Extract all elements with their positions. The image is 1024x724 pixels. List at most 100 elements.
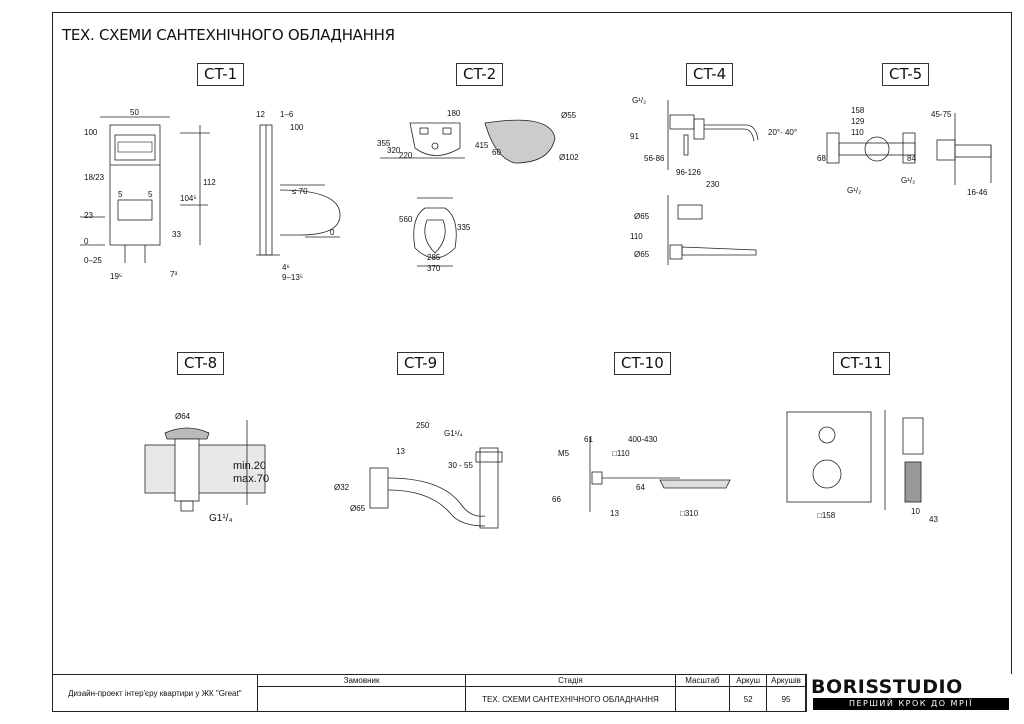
stage-value: ТЕХ. СХЕМИ САНТЕХНІЧНОГО ОБЛАДНАННЯ	[465, 686, 676, 712]
ct5-drawing: 158 129 110 68 84 G¹/₂ G¹/₂ 45-75 16-46	[817, 106, 992, 197]
ct5-dim: 158	[851, 106, 865, 115]
ct8-dim: max.70	[233, 473, 269, 485]
scheme-label-ct1: CT-1	[197, 63, 245, 86]
ct1-dim: 23	[84, 211, 93, 220]
ct10-dim: 61	[584, 435, 593, 444]
title-block: Дизайн-проект інтер'єру квартири у ЖК "G…	[52, 674, 806, 712]
scheme-label-ct5: CT-5	[882, 63, 930, 86]
ct1-drawing: 50 100 112 104⁵ 18/23 5 5 23 0 33 0–25 1…	[80, 108, 341, 282]
ct4-dim: 110	[630, 232, 643, 241]
ct1-dim: 12	[256, 110, 265, 119]
ct2-dim: 180	[447, 109, 461, 118]
ct8-drawing: Ø64 min.20 max.70 G1¹/₄	[144, 412, 269, 524]
ct5-dim: 129	[851, 117, 865, 126]
ct9-dim: Ø32	[334, 483, 350, 492]
ct1-dim: 33	[172, 230, 181, 239]
ct4-dim: 91	[630, 132, 639, 141]
ct2-dim: 220	[399, 151, 413, 160]
ct5-dim: 68	[817, 154, 826, 163]
ct2-dim: 415	[475, 141, 489, 150]
ct9-dim: 250	[416, 421, 430, 430]
sheet-number: 52	[729, 686, 768, 712]
ct10-dim: 66	[552, 495, 561, 504]
scale-header: Масштаб	[674, 674, 731, 687]
ct2-dim: Ø102	[559, 153, 579, 162]
ct1-dim: 100	[84, 128, 98, 137]
ct1-dim: 112	[203, 178, 216, 187]
ct4-dim: 56-86	[644, 154, 665, 163]
ct5-dim: 16-46	[967, 188, 988, 197]
scale-value	[674, 686, 731, 712]
ct11-drawing: □158 10 43	[786, 410, 938, 524]
ct1-dim: 4⁶	[282, 263, 290, 272]
ct11-dim: □158	[817, 511, 836, 520]
ct1-dim: 18/23	[84, 173, 105, 182]
ct10-dim: □310	[680, 509, 699, 518]
ct1-dim: 0	[84, 237, 89, 246]
ct4-dim: Ø65	[634, 250, 650, 259]
scheme-label-ct8: CT-8	[177, 352, 225, 375]
brand-logo: BORISSTUDIO ПЕРШИЙ КРОК ДО МРІЇ	[806, 674, 1013, 712]
ct2-dim: 355	[377, 139, 391, 148]
ct1-dim: 100	[290, 123, 304, 132]
ct2-dim: 560	[399, 215, 413, 224]
ct1-dim: 1–6	[280, 110, 294, 119]
scheme-label-ct11: CT-11	[833, 352, 890, 375]
brand-tagline: ПЕРШИЙ КРОК ДО МРІЇ	[813, 698, 1009, 710]
ct2-dim: 320	[387, 146, 401, 155]
ct8-dim: G1¹/₄	[209, 513, 233, 524]
ct9-dim: G1¹/₄	[444, 429, 463, 438]
ct2-drawing: 180 355 320 220 560 335 285 370 Ø55 415 …	[377, 109, 579, 273]
scheme-label-ct10: CT-10	[614, 352, 671, 375]
ct1-dim: 19⁵	[110, 272, 122, 281]
ct8-dim: min.20	[233, 460, 266, 472]
customer-header: Замовник	[256, 674, 467, 687]
ct11-dim: 10	[911, 507, 920, 516]
ct2-dim: 335	[457, 223, 471, 232]
brand-name: BORISSTUDIO	[811, 676, 963, 698]
scheme-label-ct2: CT-2	[456, 63, 504, 86]
ct10-dim: M5	[558, 449, 570, 458]
ct1-dim: 5	[148, 190, 153, 199]
ct10-dim: 13	[610, 509, 619, 518]
ct1-dim: 50	[130, 108, 139, 117]
ct5-dim: 110	[851, 128, 864, 137]
ct9-dim: 13	[396, 447, 405, 456]
ct2-dim: 370	[427, 264, 441, 273]
ct2-dim: 60	[492, 148, 501, 157]
ct10-dim: □110	[612, 449, 630, 458]
ct9-drawing: 250 G1¹/₄ 13 30 - 55 Ø32 Ø65	[334, 421, 503, 529]
ct5-dim: G¹/₂	[847, 186, 861, 195]
scheme-label-ct4: CT-4	[686, 63, 734, 86]
ct1-dim: 5	[118, 190, 123, 199]
ct8-dim: Ø64	[175, 412, 191, 421]
sheets-header: Аркушів	[766, 674, 806, 687]
stage-header: Стадія	[465, 674, 676, 687]
ct4-drawing: G¹/₂ 91 56-86 96-126 230 20°- 40° Ø65 11…	[630, 96, 797, 265]
ct10-dim: 400-430	[628, 435, 658, 444]
ct1-dim: 0–25	[84, 256, 102, 265]
ct2-dim: 285	[427, 253, 441, 262]
sheets-total: 95	[766, 686, 806, 712]
ct9-dim: 30 - 55	[448, 461, 473, 470]
ct4-dim: 96-126	[676, 168, 701, 177]
ct1-dim: 104⁵	[180, 194, 197, 203]
ct1-dim: 9–13⁵	[282, 273, 303, 282]
scheme-label-ct9: CT-9	[397, 352, 445, 375]
ct5-dim: 45-75	[931, 110, 952, 119]
ct4-dim: Ø65	[634, 212, 650, 221]
drawing-frame	[52, 12, 1012, 712]
ct1-dim: 7³	[170, 270, 177, 279]
ct9-dim: Ø65	[350, 504, 366, 513]
ct4-dim: 20°- 40°	[768, 128, 797, 137]
ct1-dim: 0	[330, 228, 335, 237]
customer-value	[256, 686, 467, 712]
page-title: ТЕХ. СХЕМИ САНТЕХНІЧНОГО ОБЛАДНАННЯ	[62, 26, 395, 44]
ct2-dim: Ø55	[561, 111, 577, 120]
ct10-dim: 64	[636, 483, 645, 492]
ct1-dim: ≤ 70	[292, 187, 308, 196]
sheet-header: Аркуш	[729, 674, 768, 687]
project-name: Дизайн-проект інтер'єру квартири у ЖК "G…	[52, 674, 258, 712]
ct5-dim: 84	[907, 154, 916, 163]
ct5-dim: G¹/₂	[901, 176, 915, 185]
